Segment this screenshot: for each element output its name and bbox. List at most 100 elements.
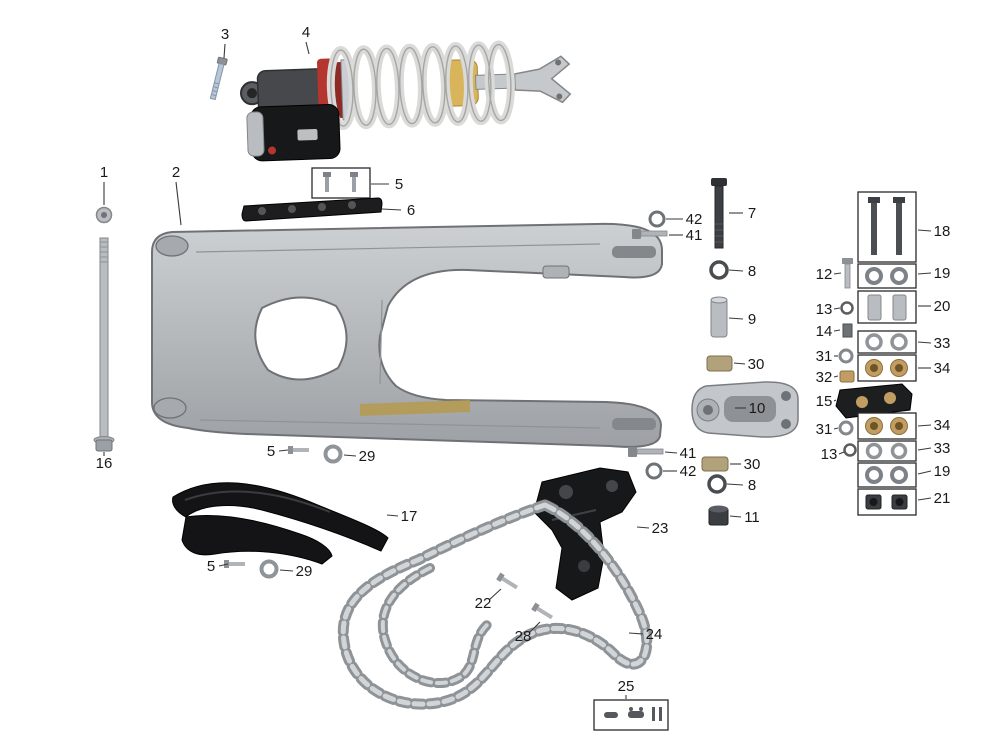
leader-line-21 bbox=[917, 497, 932, 501]
linkage-bolt-7 bbox=[711, 178, 727, 249]
washer-box-19-bottom bbox=[857, 462, 917, 488]
callout-label-34a: 34 bbox=[934, 360, 951, 377]
bolt-kit-box-5 bbox=[311, 167, 371, 199]
callout-label-30b: 30 bbox=[744, 456, 761, 473]
callout-label-20: 20 bbox=[934, 298, 951, 315]
callout-label-17: 17 bbox=[401, 508, 418, 525]
callout-label-12: 12 bbox=[816, 266, 833, 283]
linkage-arm-10 bbox=[691, 381, 799, 438]
callout-label-9: 9 bbox=[748, 311, 756, 328]
shock-clevis bbox=[513, 55, 572, 104]
callout-label-19b: 19 bbox=[934, 463, 951, 480]
callout-label-22: 22 bbox=[475, 595, 492, 612]
o-ring-31-bottom bbox=[838, 420, 854, 436]
leader-line-19a bbox=[917, 272, 932, 275]
leader-line-11 bbox=[729, 515, 742, 518]
callout-label-13b: 13 bbox=[821, 446, 838, 463]
swingarm-pivot-axle bbox=[93, 237, 115, 452]
leader-line-19b bbox=[917, 470, 932, 475]
bolt-28 bbox=[531, 602, 554, 620]
leader-line-5b bbox=[278, 449, 289, 452]
chain-adjuster-block bbox=[835, 383, 913, 419]
leader-line-13b bbox=[838, 451, 845, 455]
axle-nut bbox=[95, 206, 113, 224]
o-ring-8-top bbox=[709, 260, 729, 280]
callout-label-13a: 13 bbox=[816, 301, 833, 318]
bronze-bushing-box-34-bottom bbox=[857, 412, 917, 440]
callout-label-32: 32 bbox=[816, 369, 833, 386]
callout-label-14: 14 bbox=[816, 323, 833, 340]
washer-29-mid bbox=[323, 444, 343, 464]
leader-line-8a bbox=[728, 269, 744, 272]
leader-line-23 bbox=[636, 526, 650, 529]
leader-line-22 bbox=[488, 588, 502, 601]
callout-label-29a: 29 bbox=[359, 448, 376, 465]
bolt-12 bbox=[842, 258, 853, 289]
leader-line-2 bbox=[175, 181, 182, 226]
callout-label-7: 7 bbox=[748, 205, 756, 222]
o-ring-box-33-top bbox=[857, 330, 917, 354]
callout-label-41b: 41 bbox=[680, 445, 697, 462]
leader-line-4 bbox=[305, 41, 310, 55]
washer-42-bottom bbox=[645, 462, 663, 480]
leader-line-33b bbox=[917, 447, 932, 451]
callout-label-10: 10 bbox=[749, 400, 766, 417]
callout-label-5b: 5 bbox=[267, 443, 275, 460]
screw-5-mid bbox=[288, 446, 309, 454]
shock-reservoir bbox=[246, 103, 341, 162]
callout-label-1: 1 bbox=[100, 164, 108, 181]
callout-label-24: 24 bbox=[646, 626, 663, 643]
callout-label-42a: 42 bbox=[686, 211, 703, 228]
leader-line-14 bbox=[833, 329, 841, 332]
o-ring-box-33-bottom bbox=[857, 440, 917, 462]
leader-line-41b bbox=[664, 451, 678, 454]
leader-line-13a bbox=[833, 307, 841, 310]
leader-line-29b bbox=[279, 569, 294, 572]
leader-line-24 bbox=[628, 632, 644, 635]
shock-spring bbox=[326, 40, 515, 131]
callout-label-2: 2 bbox=[172, 164, 180, 181]
bolt-41-bottom bbox=[628, 447, 664, 457]
callout-label-34b: 34 bbox=[934, 417, 951, 434]
leader-line-6 bbox=[381, 208, 402, 211]
leader-line-15 bbox=[833, 399, 837, 402]
callout-label-19a: 19 bbox=[934, 265, 951, 282]
leader-line-32 bbox=[833, 375, 839, 378]
callout-label-5c: 5 bbox=[207, 558, 215, 575]
o-ring-13-top bbox=[840, 301, 854, 315]
callout-label-42b: 42 bbox=[680, 463, 697, 480]
o-ring-8-bottom bbox=[707, 474, 727, 494]
leader-line-30a bbox=[733, 362, 746, 365]
chain-slider bbox=[172, 482, 389, 565]
leader-line-31b bbox=[833, 427, 839, 430]
callout-label-3: 3 bbox=[221, 26, 229, 43]
washer-box-19-top bbox=[857, 263, 917, 289]
shock-mount-bolt bbox=[209, 56, 228, 101]
leader-line-34b bbox=[917, 424, 932, 427]
callout-label-33a: 33 bbox=[934, 335, 951, 352]
callout-label-21: 21 bbox=[934, 490, 951, 507]
callout-label-23: 23 bbox=[652, 520, 669, 537]
callout-label-31b: 31 bbox=[816, 421, 833, 438]
callout-label-31a: 31 bbox=[816, 348, 833, 365]
leader-line-17 bbox=[386, 514, 399, 517]
leader-line-12 bbox=[833, 272, 842, 275]
callout-label-6: 6 bbox=[407, 202, 415, 219]
washer-42-top bbox=[648, 210, 666, 228]
callout-label-18: 18 bbox=[934, 223, 951, 240]
callout-label-5a: 5 bbox=[395, 176, 403, 193]
swingarm bbox=[151, 222, 663, 448]
bolt-41-top bbox=[632, 229, 668, 239]
callout-label-11: 11 bbox=[744, 509, 760, 526]
leader-line-29a bbox=[343, 454, 357, 457]
callout-label-15: 15 bbox=[816, 393, 833, 410]
leader-line-33a bbox=[917, 341, 932, 344]
bushing-30-top bbox=[706, 355, 733, 372]
adjuster-bolt-box-18 bbox=[857, 191, 917, 263]
callout-label-30a: 30 bbox=[748, 356, 765, 373]
callout-label-25: 25 bbox=[618, 678, 635, 695]
callout-label-16: 16 bbox=[96, 455, 113, 472]
shock-absorber bbox=[240, 40, 572, 162]
